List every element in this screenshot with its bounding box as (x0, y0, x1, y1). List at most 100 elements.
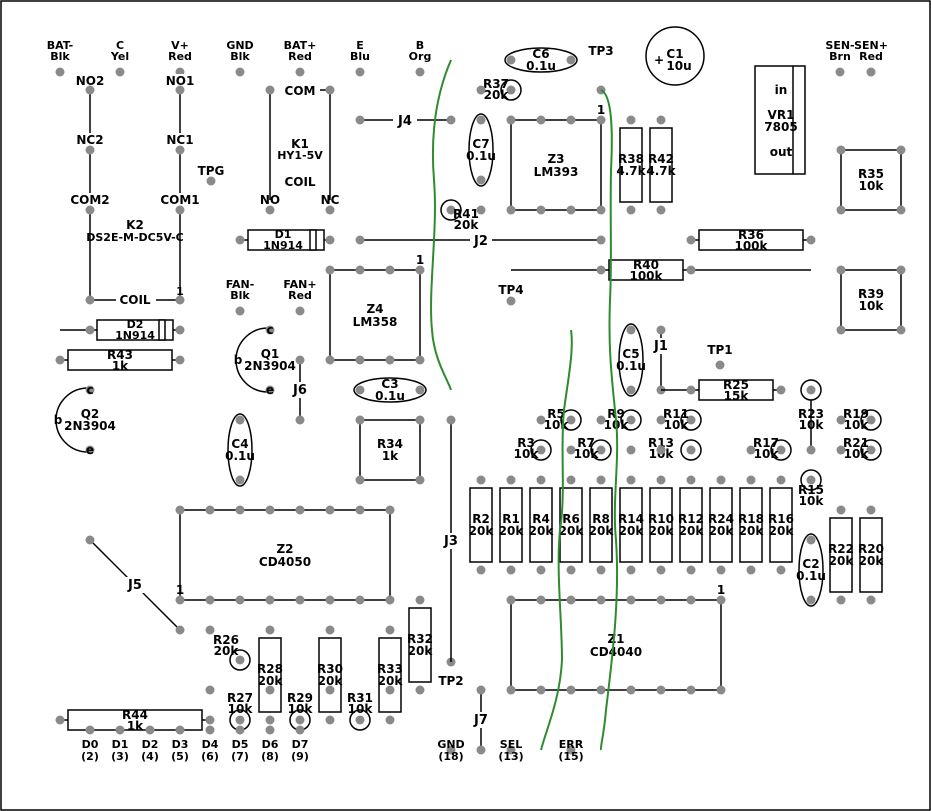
jumper-j1[interactable]: J1 (651, 325, 671, 395)
pin-sel[interactable]: SEL(13) (498, 738, 523, 763)
svg-text:LM393: LM393 (534, 165, 579, 179)
connector-sen-minus[interactable]: SEN-Brn (825, 39, 855, 77)
connector-fan-plus[interactable]: FAN+Red (283, 278, 317, 316)
tpg[interactable]: TPG (198, 164, 225, 186)
capacitor-c3[interactable]: C30.1u (353, 377, 427, 403)
connector-fan-minus[interactable]: FAN-Blk (226, 278, 255, 316)
capacitor-c6[interactable]: C60.1u (504, 47, 578, 73)
pin-d6[interactable]: D6(8) (261, 725, 279, 764)
pin-d4[interactable]: D4(6) (201, 725, 219, 764)
capacitor-c5[interactable]: C50.1u (616, 323, 646, 397)
svg-text:R5: R5 (547, 407, 565, 421)
connector-bat-minus[interactable]: BAT-Blk (47, 39, 74, 77)
jumper-j3[interactable]: J3 (441, 415, 461, 663)
test-points: TP1 TP2 TP3 TP4 TPG (198, 44, 733, 688)
svg-text:E: E (356, 39, 364, 52)
capacitor-c4[interactable]: C40.1u (225, 413, 255, 487)
pin-d3[interactable]: D3(5) (171, 725, 189, 764)
pin-d7[interactable]: D7(9) (291, 725, 309, 764)
svg-text:1N914: 1N914 (263, 239, 303, 252)
jumper-j5[interactable]: J5 (85, 535, 185, 635)
svg-text:C6: C6 (532, 47, 549, 61)
pin-d0[interactable]: D0(2) (81, 725, 99, 764)
svg-text:NO1: NO1 (166, 74, 195, 88)
capacitor-c7[interactable]: C70.1u (466, 113, 496, 187)
connector-bat-plus[interactable]: BAT+Red (284, 39, 317, 77)
pin-d1[interactable]: D1(3) (111, 725, 129, 764)
pin-d5[interactable]: D5(7) (231, 725, 249, 764)
tp4[interactable]: TP4 (498, 283, 524, 306)
pin-err[interactable]: ERR(15) (558, 738, 583, 763)
svg-text:2N3904: 2N3904 (244, 359, 296, 373)
capacitor-c2[interactable]: C20.1u (796, 533, 826, 607)
connector-sen-plus[interactable]: SEN+Red (854, 39, 888, 77)
tp1[interactable]: TP1 (707, 343, 733, 370)
svg-text:C4: C4 (231, 437, 248, 451)
pin-gnd-bottom[interactable]: GND(18) (437, 738, 464, 763)
resistor-r13[interactable]: R1310k (648, 436, 702, 461)
jumper-j6[interactable]: J6 (290, 355, 310, 425)
svg-text:COIL: COIL (119, 293, 150, 307)
jumper-j7[interactable]: J7 (471, 685, 491, 755)
regulator-vr1[interactable]: in VR1 7805 out (754, 65, 806, 175)
jumper-j2[interactable]: J2 (355, 232, 606, 249)
pin-d2[interactable]: D2(4) (141, 725, 159, 764)
capacitor-c1[interactable]: C1 10u + (645, 26, 705, 86)
